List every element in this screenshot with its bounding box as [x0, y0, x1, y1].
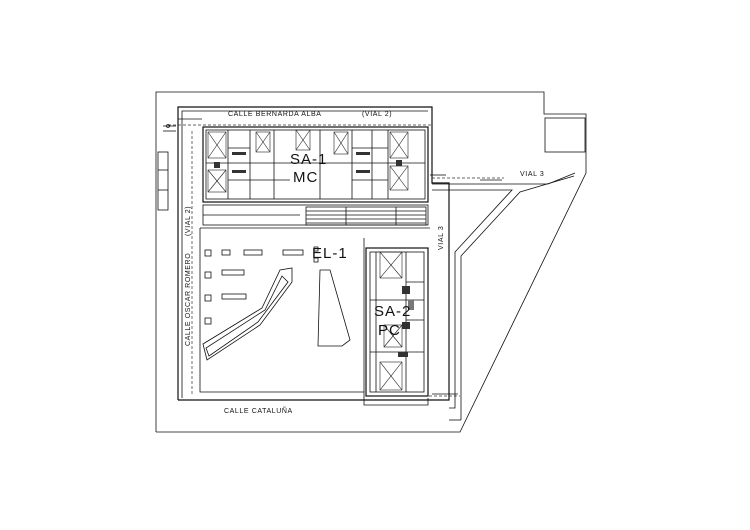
block-sa1 [202, 126, 429, 203]
ramp-building-center [317, 269, 351, 347]
block-sa2 [365, 247, 429, 397]
drawing-frame [155, 91, 587, 433]
zone-label-mc: MC [293, 169, 318, 186]
street-label-north-vial: (VIAL 2) [362, 111, 392, 118]
courtyard-edge [199, 228, 429, 406]
survey-marks [163, 118, 502, 395]
zone-label-sa1: SA-1 [290, 151, 327, 168]
ramp-building-west [202, 267, 293, 361]
street-label-west: CALLE OSCAR ROMERO [185, 253, 192, 346]
vial3-road-edge [460, 175, 575, 420]
zone-label-sa2: SA-2 [374, 303, 411, 320]
zone-label-pc: PC [378, 322, 401, 339]
site-boundary [177, 106, 450, 401]
street-label-south: CALLE CATALUÑA [224, 406, 293, 415]
vial3-road-edge [432, 189, 513, 409]
courtyard-pavilions [204, 246, 319, 325]
ramp-building-west-inner [205, 275, 289, 357]
corner-box [544, 117, 586, 153]
street-label-vial3-ne: VIAL 3 [520, 171, 544, 178]
neighbour-building [157, 151, 169, 211]
zone-label-el1: EL-1 [312, 245, 348, 262]
legend-strip [305, 206, 427, 226]
street-label-west-vial: (VIAL 2) [185, 206, 192, 236]
street-label-north: CALLE BERNARDA ALBA [228, 111, 322, 118]
site-boundary-inner [181, 110, 428, 398]
street-label-vial3-east: VIAL 3 [438, 226, 445, 250]
